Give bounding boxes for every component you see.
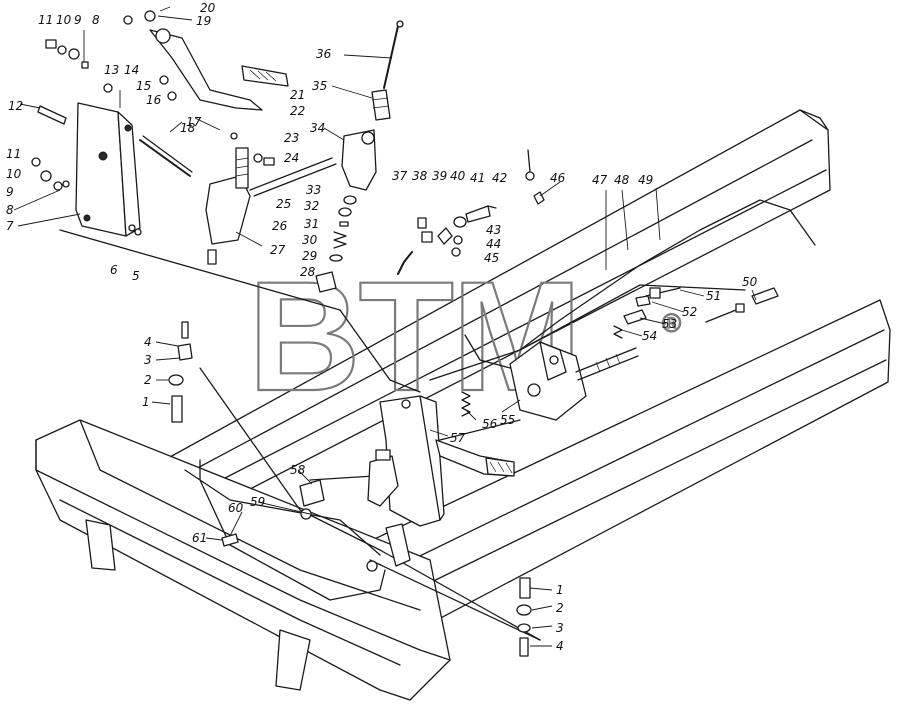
callout-21: 21 (290, 88, 305, 102)
callout-19: 19 (196, 14, 211, 28)
callout-41: 41 (470, 171, 485, 185)
callout-36: 36 (316, 47, 332, 61)
bleed-valve-stack-right (516, 577, 532, 657)
callout-51: 51 (706, 289, 721, 303)
callout-18: 18 (180, 121, 196, 135)
callout-8-upper: 8 (92, 13, 100, 27)
valve-parts-37-46 (397, 149, 545, 275)
callout-38: 38 (412, 169, 428, 183)
callout-52: 52 (682, 305, 697, 319)
callout-10-upper: 10 (56, 13, 72, 27)
callout-49: 49 (638, 173, 653, 187)
callout-26: 26 (272, 219, 288, 233)
callout-28: 28 (300, 265, 316, 279)
callout-16: 16 (146, 93, 162, 107)
callout-11-upper: 11 (38, 13, 53, 27)
callout-12: 12 (8, 99, 23, 113)
callout-13: 13 (104, 63, 119, 77)
callout-55: 55 (500, 413, 515, 427)
callout-35: 35 (312, 79, 327, 93)
callout-32: 32 (304, 199, 319, 213)
callout-5: 5 (132, 269, 140, 283)
callout-17: 17 (186, 115, 202, 129)
callout-22: 22 (290, 104, 305, 118)
callout-3-left: 3 (144, 353, 152, 367)
callout-20: 20 (200, 1, 216, 15)
callout-8-lower: 8 (6, 203, 14, 217)
callout-9-upper: 9 (74, 13, 82, 27)
callout-59: 59 (250, 495, 265, 509)
small-fasteners-upper (31, 10, 275, 236)
booster-valve-assembly (509, 287, 779, 421)
return-spring-56 (461, 391, 471, 417)
callout-14: 14 (124, 63, 139, 77)
callout-42: 42 (492, 171, 507, 185)
callout-23: 23 (284, 131, 299, 145)
callout-47: 47 (592, 173, 608, 187)
callout-53: 53 (662, 317, 677, 331)
brake-pedal-lever (149, 28, 289, 111)
master-cylinder-upper (205, 147, 337, 265)
callout-24: 24 (284, 151, 299, 165)
callout-27: 27 (270, 243, 286, 257)
callout-57: 57 (450, 431, 466, 445)
valve-stack-28-33 (315, 195, 357, 293)
watermark-registered-mark: ® (662, 308, 681, 338)
callout-39: 39 (432, 169, 447, 183)
callout-3-right: 3 (556, 621, 564, 635)
callout-15: 15 (136, 79, 151, 93)
pedal-shaft (139, 135, 193, 177)
callout-25: 25 (276, 197, 291, 211)
callout-4-right: 4 (556, 639, 564, 653)
cross-member (35, 419, 451, 701)
clutch-pedal-57 (435, 439, 515, 477)
callout-34: 34 (310, 121, 325, 135)
bleed-valve-stack-left (168, 321, 193, 423)
leader-lines (13, 6, 757, 647)
push-rod-36 (383, 20, 404, 89)
dust-boot-35 (371, 89, 391, 121)
pedal-bracket-left (75, 102, 141, 237)
callout-31: 31 (304, 217, 319, 231)
callout-54: 54 (642, 329, 657, 343)
callout-6: 6 (110, 263, 118, 277)
callout-58: 58 (290, 463, 306, 477)
callout-37: 37 (392, 169, 408, 183)
callout-40: 40 (450, 169, 466, 183)
callout-33: 33 (306, 183, 321, 197)
pipe-fittings-lower (221, 508, 378, 572)
callout-2-right: 2 (556, 601, 564, 615)
callout-labels: 20 19 11 10 9 8 13 14 15 16 12 17 18 21 … (6, 1, 758, 653)
callout-56: 56 (482, 417, 498, 431)
callout-44: 44 (486, 237, 501, 251)
callout-4-left: 4 (144, 335, 152, 349)
callout-60: 60 (228, 501, 244, 515)
callout-30: 30 (302, 233, 318, 247)
callout-7: 7 (6, 219, 14, 233)
callout-48: 48 (614, 173, 630, 187)
cylinder-body-34 (341, 129, 377, 191)
callout-10-lower: 10 (6, 167, 22, 181)
callout-2-left: 2 (144, 373, 152, 387)
callout-45: 45 (484, 251, 499, 265)
callout-1-right: 1 (556, 583, 564, 597)
callout-43: 43 (486, 223, 501, 237)
callout-46: 46 (550, 171, 566, 185)
pedal-bracket-lower (379, 395, 445, 527)
callout-1-left: 1 (142, 395, 150, 409)
callout-29: 29 (302, 249, 317, 263)
master-cylinder-lower (299, 449, 411, 567)
callout-11-lower: 11 (6, 147, 21, 161)
callout-50: 50 (742, 275, 758, 289)
callout-9-lower: 9 (6, 185, 14, 199)
callout-61: 61 (192, 531, 207, 545)
